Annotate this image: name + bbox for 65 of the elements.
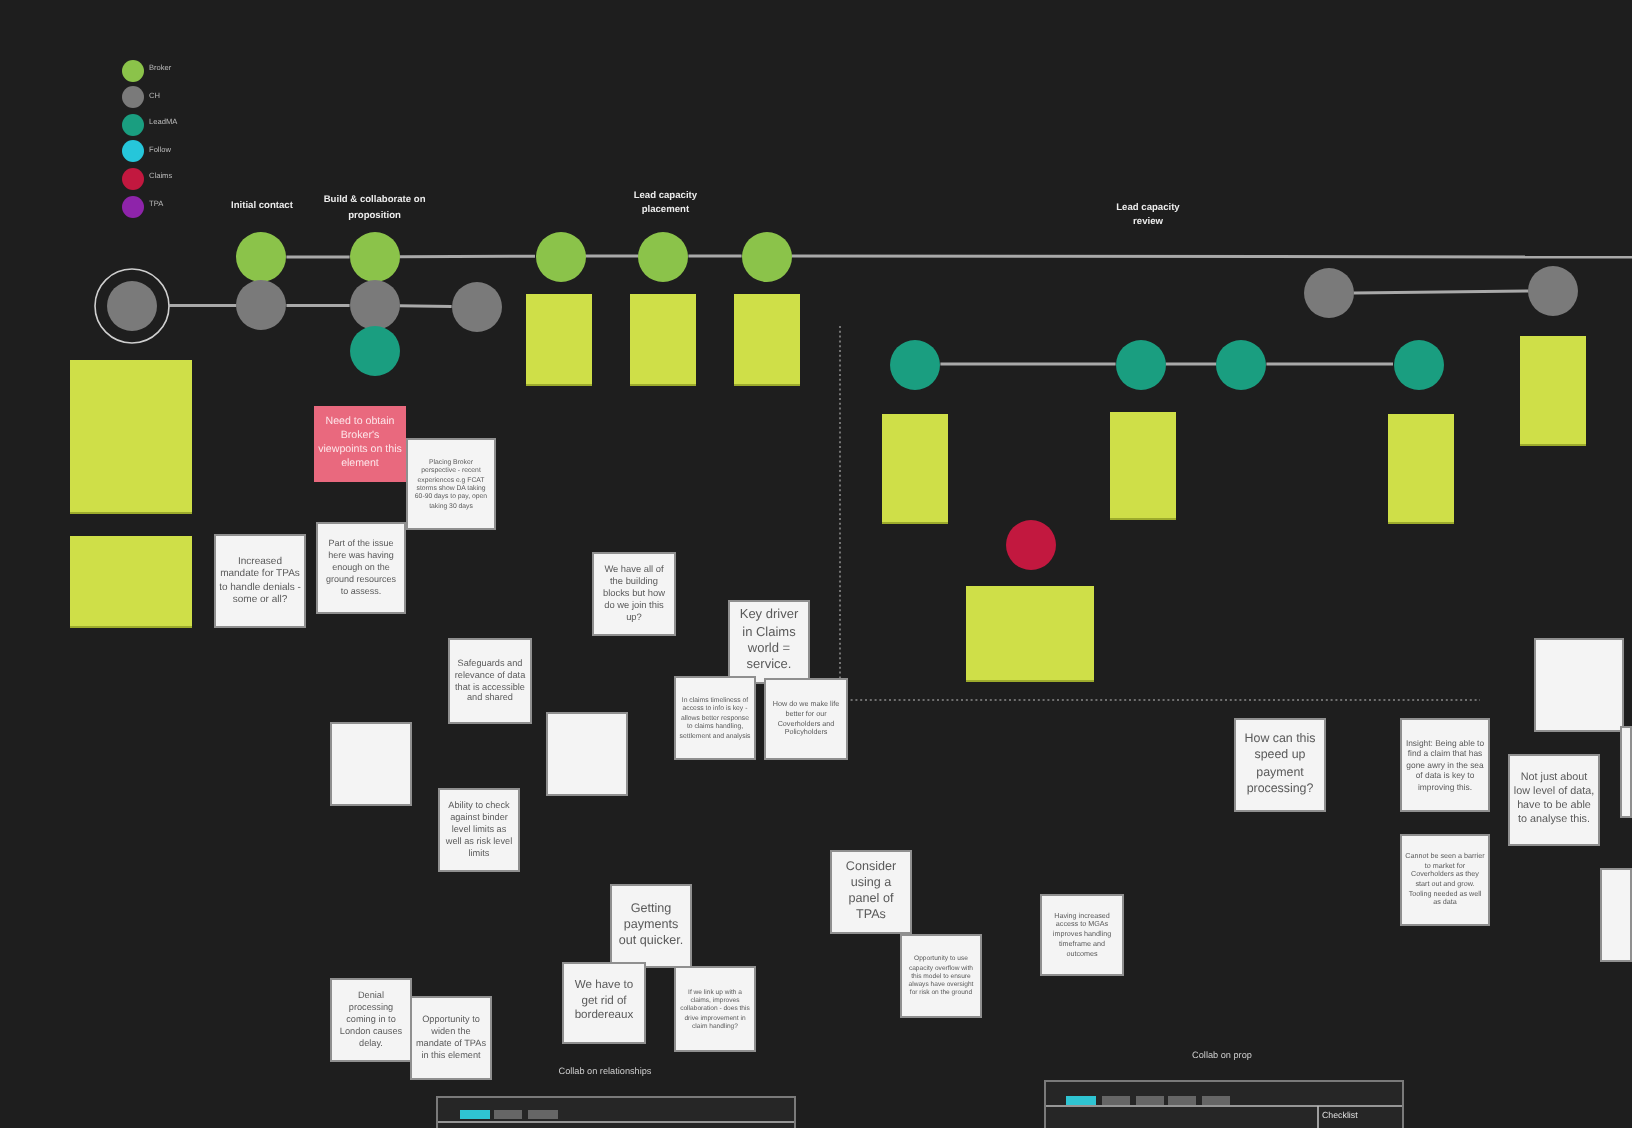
step-circle	[349, 280, 400, 331]
sticky-note	[448, 638, 532, 724]
sticky-note	[674, 966, 756, 1052]
step-circle	[349, 232, 400, 282]
sticky-note	[1600, 868, 1632, 962]
sticky-note	[1110, 412, 1176, 520]
sticky-note	[610, 884, 692, 968]
connector-line	[399, 304, 452, 309]
sticky-note	[70, 360, 192, 514]
connector-line	[286, 303, 350, 307]
step-circle	[1115, 339, 1166, 389]
sticky-note	[882, 414, 948, 524]
step-circle	[451, 282, 502, 332]
sticky-note	[1388, 414, 1454, 524]
sticky-note	[674, 676, 756, 760]
sticky-note	[526, 294, 592, 386]
sticky-note	[562, 962, 646, 1044]
connector-line	[1165, 362, 1217, 366]
step-circle	[1303, 268, 1354, 319]
sticky-note	[1400, 834, 1490, 926]
connector-line	[169, 303, 237, 307]
step-circle	[349, 326, 400, 376]
sticky-note	[592, 552, 676, 636]
sticky-note	[1534, 638, 1624, 732]
sticky-note	[70, 536, 192, 628]
sticky-note	[1040, 894, 1124, 976]
connector-line	[286, 255, 350, 259]
sticky-note	[1234, 718, 1326, 812]
step-circle	[1216, 339, 1267, 389]
sticky-note	[1508, 754, 1600, 846]
sticky-note	[1620, 726, 1632, 818]
sticky-note	[546, 712, 628, 796]
sticky-note	[900, 934, 982, 1018]
sticky-note	[764, 678, 848, 760]
sticky-note	[1520, 336, 1586, 446]
step-circle	[890, 339, 941, 389]
step-circle	[638, 231, 689, 281]
step-circle	[1005, 520, 1056, 571]
step-circle	[1528, 265, 1579, 316]
connector-line	[688, 254, 742, 258]
sticky-note	[1400, 718, 1490, 812]
connector-line	[585, 254, 639, 258]
step-circle	[236, 232, 287, 282]
connector-line	[1353, 289, 1529, 295]
connector-line	[791, 254, 1632, 259]
step-circle	[741, 231, 792, 281]
connector-line	[399, 254, 535, 259]
sticky-note	[966, 586, 1094, 682]
step-circle	[535, 231, 585, 281]
sticky-note	[438, 788, 520, 872]
sticky-note	[830, 850, 912, 934]
sticky-note	[406, 438, 496, 530]
sticky-note	[734, 294, 800, 386]
step-circle	[236, 280, 287, 331]
sticky-note	[330, 978, 412, 1062]
sticky-note	[410, 996, 492, 1080]
sticky-note	[314, 406, 406, 482]
connector-line	[1266, 362, 1393, 366]
sticky-note	[214, 534, 306, 628]
sticky-note	[330, 722, 412, 806]
sticky-note	[630, 294, 696, 386]
start-circle	[93, 267, 170, 344]
sticky-note	[316, 522, 406, 614]
step-circle	[1393, 339, 1443, 389]
connector-line	[940, 362, 1116, 366]
